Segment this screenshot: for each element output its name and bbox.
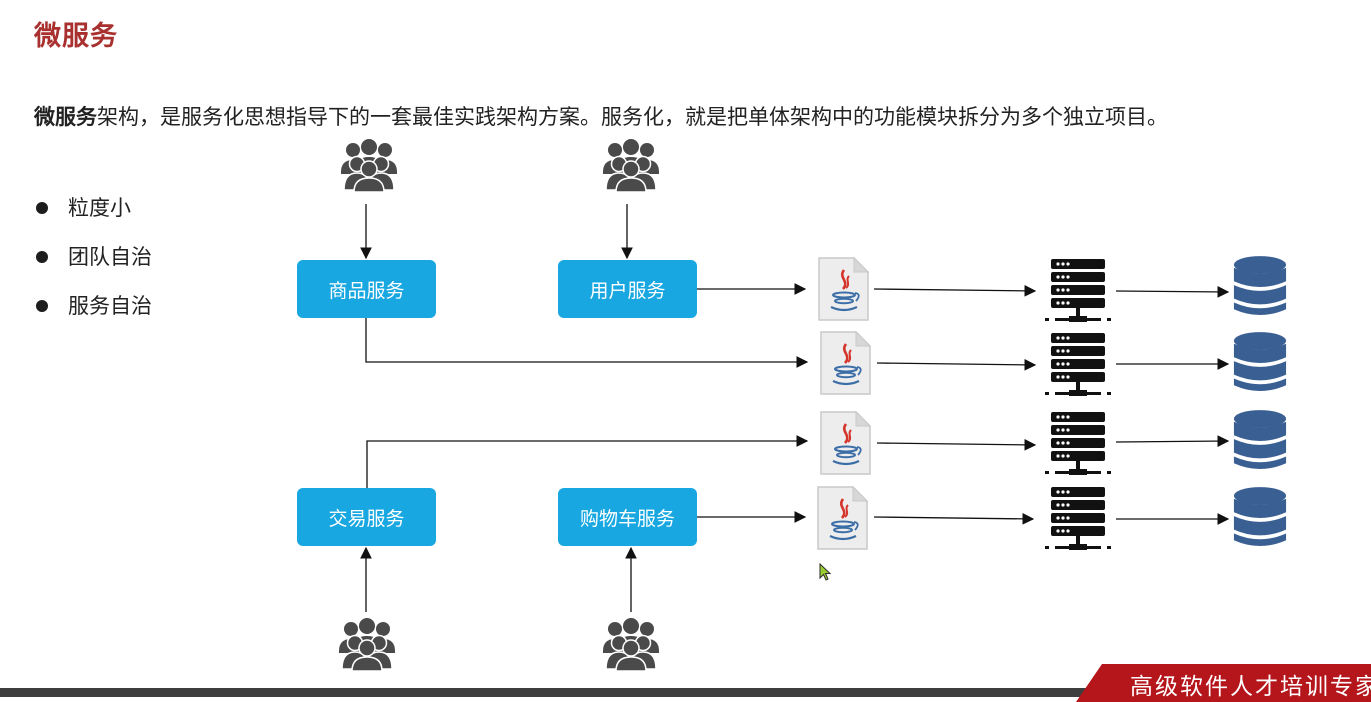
database-icon <box>1232 255 1288 319</box>
server-rack-icon <box>1045 258 1111 324</box>
server-rack-icon <box>1045 332 1111 398</box>
bullet-item-team-autonomy: 团队自治 <box>34 235 152 284</box>
product-service-box[interactable]: 商品服务 <box>297 260 436 318</box>
arrow-server-1-to-db-1 <box>1115 286 1230 298</box>
feature-list: 粒度小 团队自治 服务自治 <box>34 186 152 333</box>
footer-bar <box>0 688 1371 697</box>
intro-text: 架构，是服务化思想指导下的一套最佳实践架构方案。服务化，就是把单体架构中的功能模… <box>97 105 1168 129</box>
database-icon <box>1232 409 1288 473</box>
arrow-trade-to-java-3 <box>366 435 809 488</box>
arrow-java-3-to-server-3 <box>876 439 1037 451</box>
bullet-item-service-autonomy: 服务自治 <box>34 284 152 333</box>
brand-banner <box>1076 664 1371 702</box>
server-rack-icon <box>1045 486 1111 552</box>
server-rack-icon <box>1045 411 1111 477</box>
java-file-icon <box>816 256 870 322</box>
database-icon <box>1232 486 1288 550</box>
users-group-icon <box>601 138 661 192</box>
intro-bold-term: 微服务 <box>34 105 97 129</box>
database-icon <box>1232 331 1288 395</box>
java-file-icon <box>815 485 869 551</box>
arrow-java-2-to-server-2 <box>876 359 1037 371</box>
cart-service-box[interactable]: 购物车服务 <box>558 488 697 546</box>
brand-slogan: 高级软件人才培训专家 <box>1130 674 1371 700</box>
users-group-icon <box>339 138 399 192</box>
intro-paragraph: 微服务架构，是服务化思想指导下的一套最佳实践架构方案。服务化，就是把单体架构中的… <box>34 92 1274 142</box>
page-title: 微服务 <box>34 21 118 52</box>
mouse-cursor-icon <box>819 563 832 581</box>
arrow-server-3-to-db-3 <box>1115 435 1230 447</box>
java-file-icon <box>818 410 872 476</box>
trade-service-box[interactable]: 交易服务 <box>297 488 436 546</box>
users-group-icon <box>601 617 661 671</box>
arrow-java-4-to-server-4 <box>873 513 1035 525</box>
arrow-product-to-java-2 <box>365 317 809 368</box>
arrow-java-1-to-server-1 <box>873 285 1037 297</box>
bullet-item-granularity: 粒度小 <box>34 186 152 235</box>
java-file-icon <box>818 330 872 396</box>
users-group-icon <box>337 617 397 671</box>
user-service-box[interactable]: 用户服务 <box>558 260 697 318</box>
